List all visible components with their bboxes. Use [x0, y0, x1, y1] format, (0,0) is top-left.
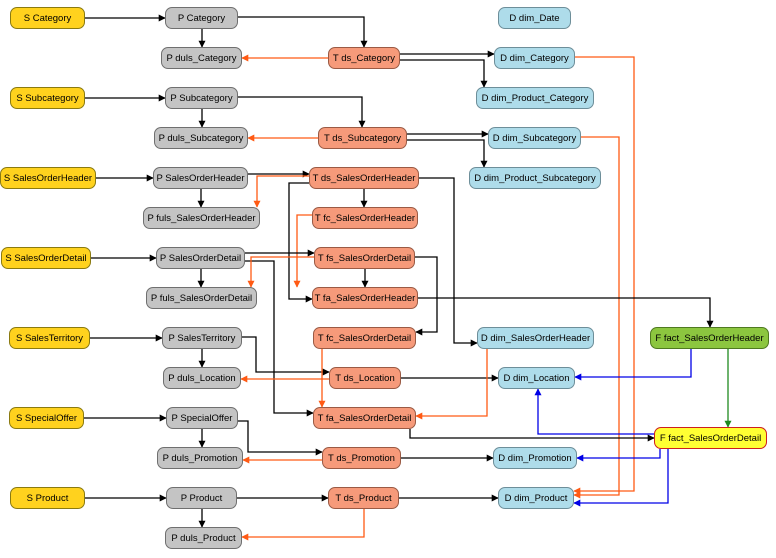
node-p-salesorderdetail[interactable]: P SalesOrderDetail — [156, 247, 245, 269]
edge-f-fact-salesorderdetail-to-d-dim-location — [534, 388, 654, 435]
node-d-dim-category[interactable]: D dim_Category — [494, 47, 575, 69]
node-t-ds-product[interactable]: T ds_Product — [328, 487, 399, 509]
node-p-subcategory[interactable]: P Subcategory — [165, 87, 238, 109]
node-p-duls-promotion[interactable]: P duls_Promotion — [157, 447, 243, 469]
node-t-fc-salesorderdetail[interactable]: T fc_SalesOrderDetail — [313, 327, 416, 349]
edge-p-category-to-t-ds-category — [238, 16, 368, 48]
node-p-fuls-salesorderheader[interactable]: P fuls_SalesOrderHeader — [143, 207, 260, 229]
node-s-category[interactable]: S Category — [10, 7, 85, 29]
node-s-salesorderdetail[interactable]: S SalesOrderDetail — [1, 247, 91, 269]
edge-p-salesterritory-to-t-ds-location — [242, 336, 330, 376]
edge-t-ds-salesorderheader-to-p-fuls-salesorderheader — [253, 175, 309, 208]
node-d-dim-date[interactable]: D dim_Date — [498, 7, 571, 29]
node-s-product[interactable]: S Product — [10, 487, 85, 509]
node-f-fact-salesorderdetail[interactable]: F fact_SalesOrderDetail — [654, 427, 767, 449]
node-p-duls-product[interactable]: P duls_Product — [165, 527, 242, 549]
node-p-salesterritory[interactable]: P SalesTerritory — [162, 327, 242, 349]
node-p-duls-subcategory[interactable]: P duls_Subcategory — [154, 127, 248, 149]
node-p-duls-category[interactable]: P duls_Category — [161, 47, 242, 69]
node-t-ds-promotion[interactable]: T ds_Promotion — [322, 447, 401, 469]
node-p-salesorderheader[interactable]: P SalesOrderHeader — [153, 167, 248, 189]
edge-t-fs-salesorderdetail-to-p-fuls-salesorderdetail — [247, 256, 314, 288]
node-d-dim-subcategory[interactable]: D dim_Subcategory — [488, 127, 581, 149]
node-d-dim-product-category[interactable]: D dim_Product_Category — [476, 87, 594, 109]
node-p-specialoffer[interactable]: P SpecialOffer — [166, 407, 238, 429]
edge-d-dim-category-to-d-dim-product — [573, 56, 635, 495]
node-f-fact-salesorderheader[interactable]: F fact_SalesOrderHeader — [650, 327, 769, 349]
edge-f-fact-salesorderdetail-to-d-dim-promotion — [576, 449, 661, 462]
edge-t-fs-salesorderdetail-to-t-fc-salesorderdetail — [415, 256, 438, 336]
edge-f-fact-salesorderheader-to-d-dim-location — [574, 349, 692, 381]
node-p-product[interactable]: P Product — [166, 487, 237, 509]
node-d-dim-location[interactable]: D dim_Location — [498, 367, 575, 389]
node-d-dim-salesorderheader[interactable]: D dim_SalesOrderHeader — [477, 327, 594, 349]
node-t-fc-salesorderheader[interactable]: T fc_SalesOrderHeader — [312, 207, 418, 229]
edge-t-fa-salesorderdetail-to-f-fact-salesorderdetail — [409, 429, 655, 442]
node-t-ds-location[interactable]: T ds_Location — [329, 367, 401, 389]
node-d-dim-promotion[interactable]: D dim_Promotion — [493, 447, 577, 469]
node-d-dim-product-subcategory[interactable]: D dim_Product_Subcategory — [469, 167, 601, 189]
edge-f-fact-salesorderdetail-to-d-dim-product — [573, 449, 669, 507]
edge-t-ds-product-to-p-duls-product — [241, 509, 365, 541]
node-t-ds-category[interactable]: T ds_Category — [328, 47, 400, 69]
edge-p-specialoffer-to-t-ds-promotion — [238, 420, 323, 456]
node-t-fa-salesorderheader[interactable]: T fa_SalesOrderHeader — [312, 287, 418, 309]
node-t-fa-salesorderdetail[interactable]: T fa_SalesOrderDetail — [313, 407, 416, 429]
edge-d-dim-subcategory-to-d-dim-product — [573, 136, 620, 499]
node-d-dim-product[interactable]: D dim_Product — [498, 487, 574, 509]
edge-t-ds-subcategory-to-d-dim-product-subcategory — [407, 139, 488, 168]
edge-p-subcategory-to-t-ds-subcategory — [238, 96, 366, 128]
edge-p-salesorderdetail-to-t-fa-salesorderdetail — [245, 260, 314, 417]
node-s-salesterritory[interactable]: S SalesTerritory — [9, 327, 90, 349]
edge-t-fa-salesorderheader-to-f-fact-salesorderheader — [418, 297, 714, 328]
node-t-ds-subcategory[interactable]: T ds_Subcategory — [318, 127, 407, 149]
node-t-fs-salesorderdetail[interactable]: T fs_SalesOrderDetail — [314, 247, 415, 269]
node-s-subcategory[interactable]: S Subcategory — [10, 87, 85, 109]
node-s-specialoffer[interactable]: S SpecialOffer — [9, 407, 84, 429]
node-p-category[interactable]: P Category — [165, 7, 238, 29]
node-p-fuls-salesorderdetail[interactable]: P fuls_SalesOrderDetail — [146, 287, 257, 309]
node-t-ds-salesorderheader[interactable]: T ds_SalesOrderHeader — [309, 167, 419, 189]
edge-t-ds-salesorderheader-to-d-dim-salesorderheader — [419, 177, 478, 347]
node-p-duls-location[interactable]: P duls_Location — [163, 367, 241, 389]
edge-t-ds-salesorderheader-to-t-fa-salesorderheader — [288, 182, 313, 303]
edge-d-dim-salesorderheader-to-t-fa-salesorderdetail — [415, 349, 488, 420]
edge-t-ds-category-to-d-dim-product-category — [400, 59, 488, 88]
node-s-salesorderheader[interactable]: S SalesOrderHeader — [0, 167, 96, 189]
